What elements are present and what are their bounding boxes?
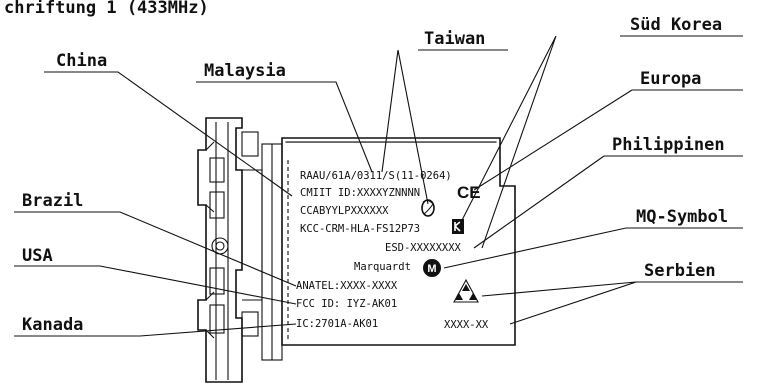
leader-line-serbien <box>481 281 743 325</box>
callout-mq-symbol: MQ-Symbol <box>636 207 728 227</box>
ce-mark-icon: CE <box>457 183 481 202</box>
kcc-code: KCC-CRM-HLA-FS12P73 <box>300 223 420 235</box>
anatel-code: ANATEL:XXXX-XXXX <box>296 280 398 292</box>
callout-taiwan: Taiwan <box>424 29 485 49</box>
callout-china: China <box>56 51 107 71</box>
leader-line-mq-symbol <box>443 227 743 269</box>
mq-symbol-icon: M <box>423 259 441 277</box>
leader-line-china <box>44 71 293 197</box>
serbia-code: XXXX-XX <box>444 319 489 331</box>
leader-line-malaysia <box>196 81 373 173</box>
callout-brazil: Brazil <box>22 191 83 211</box>
leader-line-kanada <box>14 323 297 337</box>
leader-line-sued-korea <box>457 35 743 249</box>
fcc-id: FCC ID: IYZ-AK01 <box>296 298 397 310</box>
leader-line-philippinen <box>473 155 743 249</box>
callout-kanada: Kanada <box>22 315 83 335</box>
leader-line-brazil <box>14 211 297 287</box>
cmiit-id: CMIIT ID:XXXXYZNNNN <box>300 187 420 199</box>
callout-sued-korea: Süd Korea <box>630 15 722 35</box>
mq-symbol-letter: M <box>427 263 436 275</box>
serbia-triangles-icon <box>453 278 479 303</box>
leader-line-usa <box>14 265 297 305</box>
taiwan-code: CCABYYLPXXXXXX <box>300 205 389 217</box>
ic-code: IC:2701A-AK01 <box>296 318 378 330</box>
callout-philippinen: Philippinen <box>612 135 725 155</box>
leader-line-europa <box>473 89 743 191</box>
header-fragment: chriftung 1 (433MHz) <box>4 0 209 18</box>
manufacturer-name: Marquardt <box>354 261 411 273</box>
callout-usa: USA <box>22 246 53 266</box>
callout-serbien: Serbien <box>644 261 716 281</box>
callout-europa: Europa <box>640 69 701 89</box>
taiwan-ncc-icon <box>421 199 435 217</box>
esd-code: ESD-XXXXXXXX <box>385 242 462 254</box>
callout-malaysia: Malaysia <box>204 61 286 81</box>
kc-mark-icon <box>452 219 464 234</box>
label-plate <box>281 137 516 346</box>
malaysia-approval-code: RAAU/61A/0311/S(11-0264) <box>300 170 452 182</box>
leader-line-taiwan <box>381 49 508 205</box>
